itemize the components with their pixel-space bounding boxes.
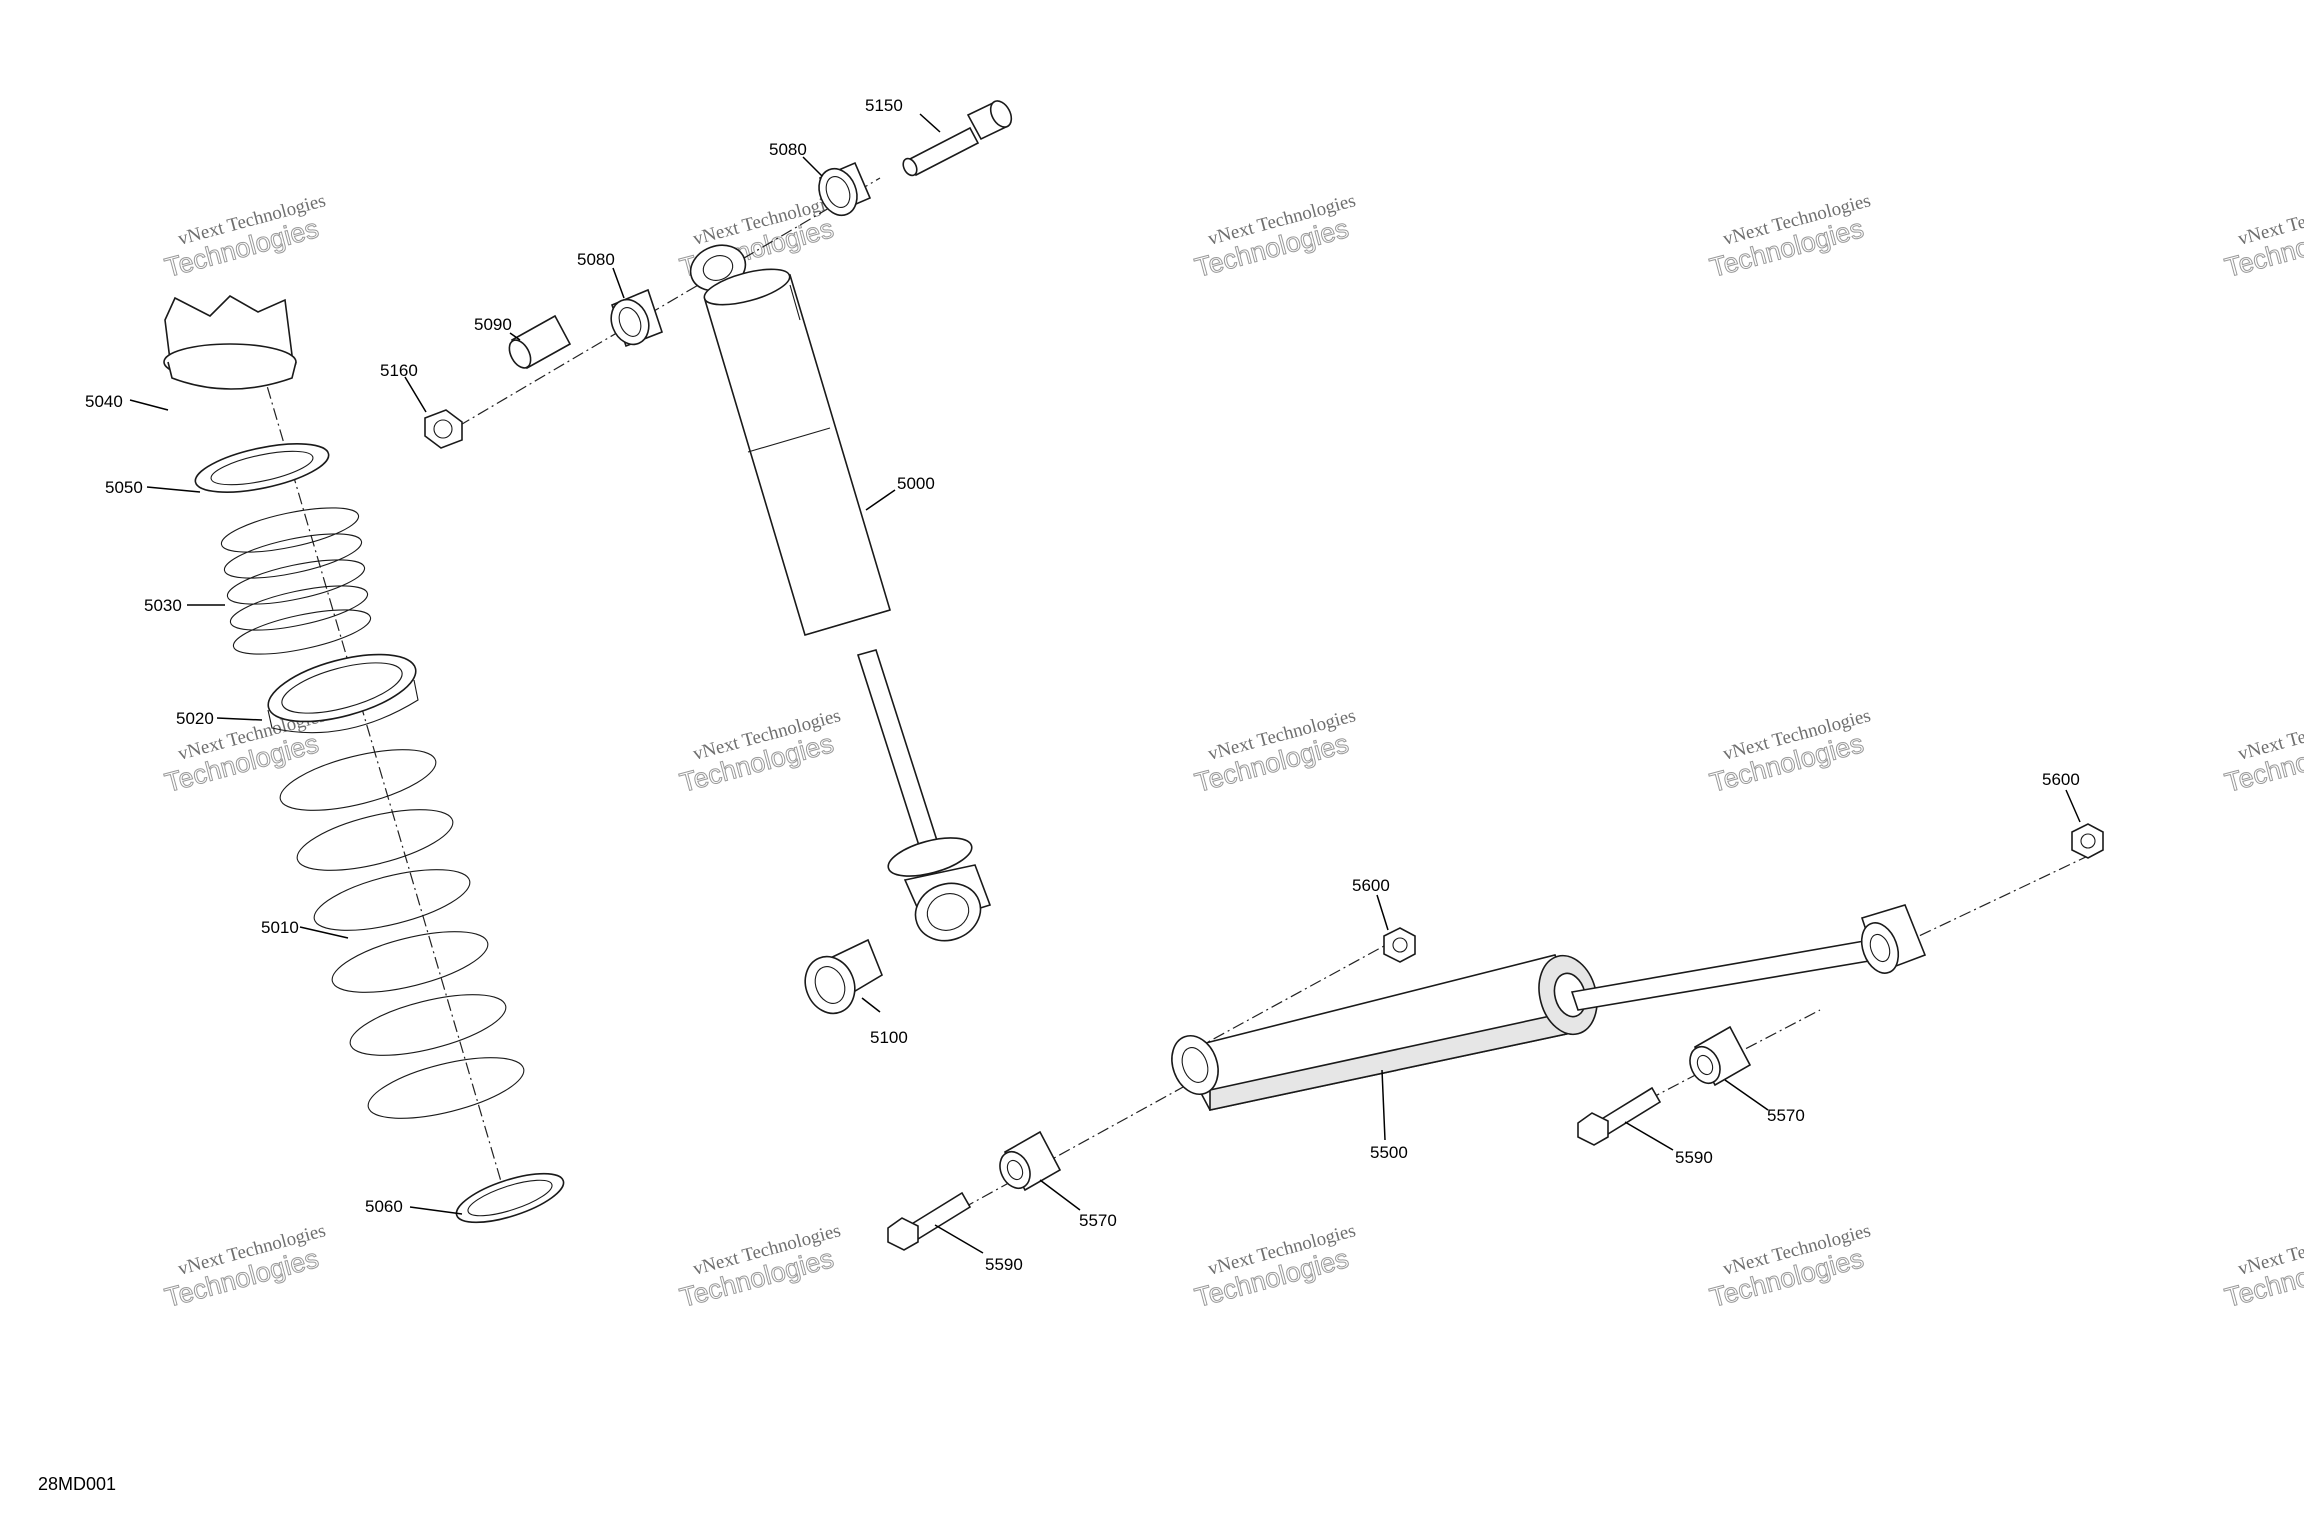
drawing-id: 28MD001: [38, 1474, 117, 1494]
bolt-5150: [902, 100, 1013, 177]
callout-5000: 5000: [897, 474, 935, 493]
spacer-5020: [267, 653, 419, 734]
callout-5570-left: 5570: [1079, 1211, 1117, 1230]
bushing-5080-upper: [818, 161, 872, 217]
bolt-5590-right: [1577, 1086, 1662, 1146]
watermark: vNext Technologies Technologies: [2221, 705, 2304, 798]
damper-lower-centerline: [904, 1074, 1206, 1241]
watermark: vNext Technologies Technologies: [1706, 190, 1873, 283]
watermark: vNext Technologies Technologies: [2221, 1220, 2304, 1313]
watermark: vNext Technologies Technologies: [1706, 705, 1873, 798]
callout-5090: 5090: [474, 315, 512, 334]
callout-5050: 5050: [105, 478, 143, 497]
callout-5500: 5500: [1370, 1143, 1408, 1162]
callout-labels: 5150 5080 5080 5090 5160 5040 5050 5030 …: [85, 96, 2080, 1274]
callout-5100: 5100: [870, 1028, 908, 1047]
spacer-5570-left: [999, 1130, 1062, 1192]
shock-absorber-5000: [689, 244, 992, 942]
bushing-5080-lower: [610, 288, 663, 348]
damper-right-centerline: [1899, 854, 2091, 946]
callout-5040: 5040: [85, 392, 123, 411]
spacer-5570-right: [1689, 1025, 1752, 1087]
watermark: vNext Technologies Technologies: [2221, 190, 2304, 283]
nut-5600-right: [2071, 823, 2104, 859]
sleeve-5090: [508, 314, 572, 370]
callout-5020: 5020: [176, 709, 214, 728]
watermark-grid: vNext Technologies Technologies vNext Te…: [161, 190, 2304, 1313]
spring-cup-5040: [163, 295, 297, 390]
watermark: vNext Technologies Technologies: [676, 1220, 843, 1313]
callout-5590-right: 5590: [1675, 1148, 1713, 1167]
watermark: vNext Technologies Technologies: [1191, 190, 1358, 283]
callout-5590-left: 5590: [985, 1255, 1023, 1274]
damper-left-centerline: [1174, 939, 1396, 1061]
washer-5050: [194, 443, 330, 493]
spring-5030: [220, 507, 372, 655]
watermark: vNext Technologies Technologies: [676, 705, 843, 798]
leader-lines: [129, 113, 2081, 1254]
watermark: vNext Technologies Technologies: [161, 190, 328, 283]
nut-5160: [424, 409, 463, 449]
upper-mount-centerline: [439, 177, 881, 438]
watermark: vNext Technologies Technologies: [1706, 1220, 1873, 1313]
callout-5150: 5150: [865, 96, 903, 115]
callout-5010: 5010: [261, 918, 299, 937]
bolt-5590-left: [887, 1191, 972, 1251]
callout-5160: 5160: [380, 361, 418, 380]
watermark: vNext Technologies Technologies: [161, 1220, 328, 1313]
damper-5500: [1171, 904, 1927, 1111]
spring-axis-centerline: [254, 344, 506, 1196]
callout-5600-left: 5600: [1352, 876, 1390, 895]
callout-5600-right: 5600: [2042, 770, 2080, 789]
watermark: vNext Technologies Technologies: [1191, 1220, 1358, 1313]
callout-5570-right: 5570: [1767, 1106, 1805, 1125]
callout-5030: 5030: [144, 596, 182, 615]
callout-5060: 5060: [365, 1197, 403, 1216]
spring-5010: [279, 749, 525, 1119]
centerlines: [254, 177, 2091, 1241]
callout-5080-lower: 5080: [577, 250, 615, 269]
retainer-5060: [455, 1172, 565, 1224]
callout-5080-upper: 5080: [769, 140, 807, 159]
watermark: vNext Technologies Technologies: [1191, 705, 1358, 798]
nut-5600-left: [1383, 927, 1416, 963]
bushing-5100: [804, 938, 883, 1015]
